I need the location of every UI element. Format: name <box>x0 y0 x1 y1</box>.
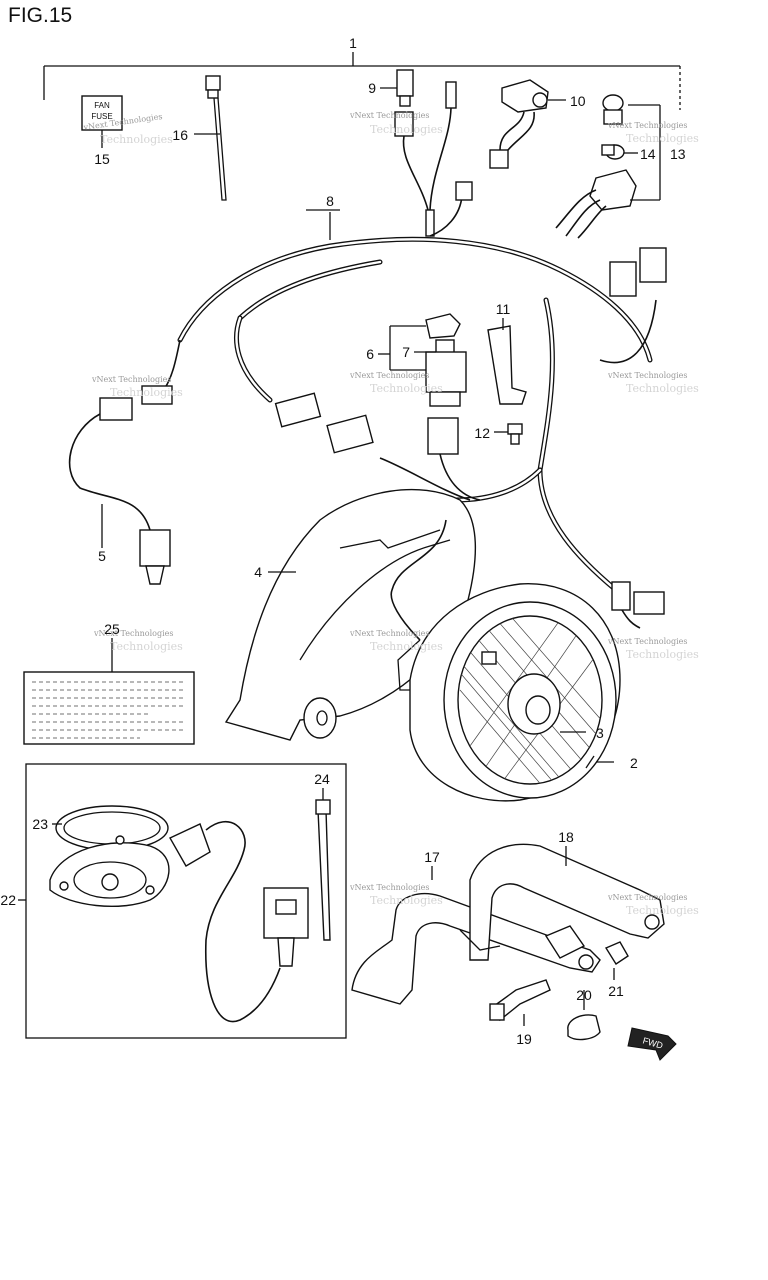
callout-7: 7 <box>402 344 410 360</box>
callout-15: 15 <box>94 151 110 167</box>
callout-9: 9 <box>368 80 376 96</box>
watermark-text: vNext Technologies <box>349 629 429 638</box>
callout-1: 1 <box>349 35 357 51</box>
watermark-text: Technologies <box>626 382 699 395</box>
watermark-text: Technologies <box>370 123 443 136</box>
watermark-text: vNext Technologies <box>607 893 687 902</box>
watermark-text: Technologies <box>370 640 443 653</box>
callout-8: 8 <box>326 193 334 209</box>
watermark-text: vNext Technologies <box>93 629 173 638</box>
watermark-text: vNext Technologies <box>607 637 687 646</box>
callout-25: 25 <box>104 621 120 637</box>
callout-16: 16 <box>172 127 188 143</box>
callout-23: 23 <box>32 816 48 832</box>
watermark-text: vNext Technologies <box>91 375 171 384</box>
figure-title: FIG.15 <box>8 4 73 27</box>
callout-21: 21 <box>608 983 624 999</box>
mounting-bracket-part <box>351 843 665 1041</box>
fwd-direction-badge: FWD <box>627 1027 677 1061</box>
callout-3: 3 <box>596 725 604 741</box>
callout-17: 17 <box>424 849 440 865</box>
watermark-text: vNext Technologies <box>349 371 429 380</box>
watermark-text: vNext Technologies <box>349 883 429 892</box>
watermark-text: Technologies <box>626 132 699 145</box>
callout-2: 2 <box>630 755 638 771</box>
callout-19: 19 <box>516 1031 532 1047</box>
watermark-text: Technologies <box>110 386 183 399</box>
watermark-text: Technologies <box>110 640 183 653</box>
fan-shroud-part <box>224 488 477 741</box>
watermark-text: Technologies <box>100 133 173 146</box>
fuse-holder-part <box>380 69 457 237</box>
watermark-text: Technologies <box>370 894 443 907</box>
watermark-text: vNext Technologies <box>349 111 429 120</box>
caution-label-part <box>23 638 195 745</box>
watermarks: vNext Technologies vNext Technologies vN… <box>82 111 699 917</box>
relay-part <box>378 313 481 501</box>
watermark-text: Technologies <box>626 648 699 661</box>
fuse-label-line2: FUSE <box>91 112 112 121</box>
assembly-bracket <box>43 52 681 110</box>
watermark-text: vNext Technologies <box>607 121 687 130</box>
callout-4: 4 <box>254 564 262 580</box>
callout-11: 11 <box>496 301 511 317</box>
watermark-text: Technologies <box>370 382 443 395</box>
callout-6: 6 <box>366 346 374 362</box>
cable-tie-part <box>194 75 227 201</box>
watermark-text: vNext Technologies <box>607 371 687 380</box>
callout-18: 18 <box>558 829 574 845</box>
callout-5: 5 <box>98 548 106 564</box>
callout-14: 14 <box>640 146 656 162</box>
callout-13: 13 <box>670 146 686 162</box>
callout-labels: 1 2 3 4 5 6 7 8 9 10 11 12 13 14 15 16 1… <box>0 35 685 1047</box>
callout-24: 24 <box>314 771 330 787</box>
callout-20: 20 <box>576 987 592 1003</box>
thermo-switch-kit-part <box>18 763 347 1039</box>
fan-fuse-label-part: FAN FUSE <box>81 95 123 148</box>
bulb-holder-part <box>555 94 661 239</box>
relay-bracket-part <box>487 318 527 445</box>
callout-22: 22 <box>0 892 16 908</box>
watermark-text: Technologies <box>626 904 699 917</box>
callout-12: 12 <box>474 425 490 441</box>
wiring-harness-part <box>68 181 667 593</box>
fuse-label-line1: FAN <box>94 101 110 110</box>
callout-10: 10 <box>570 93 586 109</box>
cooling-fan-part <box>390 519 665 802</box>
switch-part <box>489 79 566 169</box>
